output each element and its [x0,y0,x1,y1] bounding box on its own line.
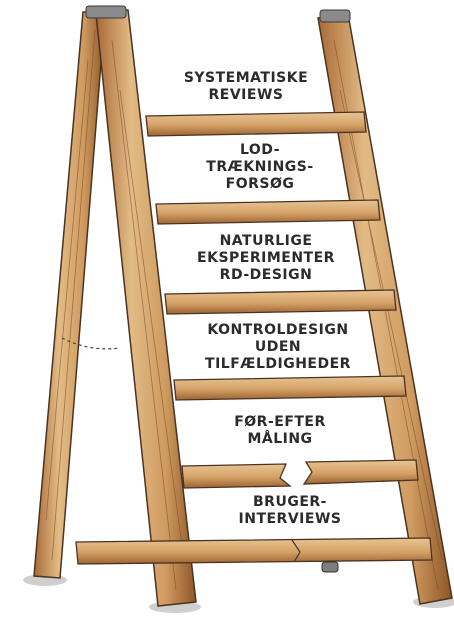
label-control-design: KONTROLDESIGN UDEN TILFÆLDIGHEDER [205,322,351,372]
rung-4 [173,375,407,401]
rungs-group [75,111,433,565]
rung-5-left-piece [181,463,292,489]
rear-left-leg-grain [45,29,96,561]
rung-3 [164,289,397,315]
label-systematic-reviews: SYSTEMATISKE REVIEWS [183,70,309,103]
rung-6 [75,537,433,565]
label-user-interviews: BRUGER- INTERVIEWS [238,494,342,527]
rung-6-crack [291,539,301,563]
bottom-bolt [321,561,339,573]
right-top-cap [319,9,351,23]
rear-left-leg [33,11,106,579]
left-top-cap [85,5,127,19]
rung-5-right-piece [302,459,419,485]
label-before-after: FØR-EFTER MÅLING [234,414,326,447]
front-left-rail-grain [111,39,185,591]
label-randomized-trials: LOD- TRÆKNINGS- FORSØG [206,142,314,192]
label-natural-experiments: NATURLIGE EKSPERIMENTER RD-DESIGN [197,233,335,283]
rung-1 [145,111,367,137]
dashed-mark [61,337,121,350]
rung-2 [155,199,381,225]
